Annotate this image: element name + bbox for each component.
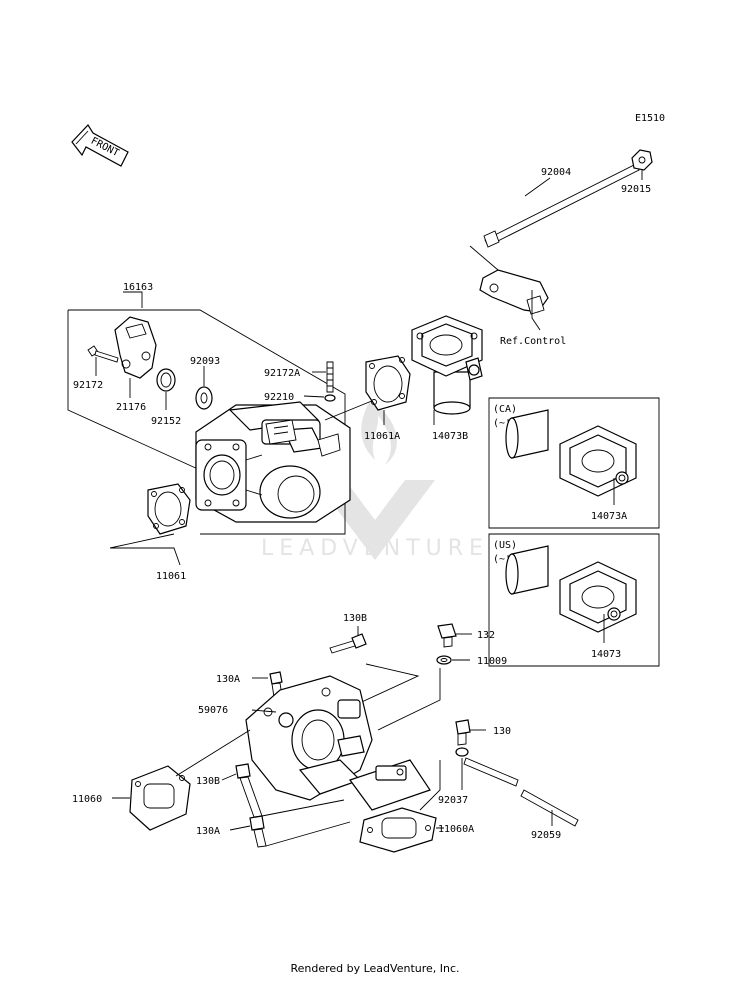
label-11061A: 11061A (364, 431, 400, 442)
gasket-11061 (147, 483, 191, 535)
ca-region-label: (CA) (493, 404, 517, 415)
control-bracket (479, 269, 549, 315)
washer-11009 (436, 655, 452, 665)
bolt-130B-top (329, 633, 367, 654)
label-11061: 11061 (156, 571, 186, 582)
label-130B-mid: 130B (196, 776, 220, 787)
label-11060A: 11060A (438, 824, 474, 835)
washer-small (455, 747, 469, 757)
variant-ca-box: (CA) (~'10) (488, 397, 660, 529)
bolt-130A-bot (249, 815, 267, 848)
label-92210: 92210 (264, 392, 294, 403)
label-130A-bot: 130A (196, 826, 220, 837)
screw-92172A (326, 361, 334, 393)
label-92037: 92037 (438, 795, 468, 806)
ref-control-label: Ref.Control (500, 336, 566, 347)
label-59076: 59076 (198, 705, 228, 716)
gasket-11061A (365, 355, 411, 411)
sensor-21176 (114, 316, 157, 379)
nut-92015 (631, 149, 653, 171)
stud-92004 (483, 163, 640, 248)
gasket-11060A (359, 807, 437, 853)
label-92093: 92093 (190, 356, 220, 367)
front-arrow-icon: FRONT (71, 124, 129, 167)
label-92172: 92172 (73, 380, 103, 391)
throttle-body (195, 401, 351, 523)
screw-92172 (87, 345, 119, 363)
label-130B-top: 130B (343, 613, 367, 624)
label-132: 132 (477, 630, 495, 641)
gasket-11060 (129, 765, 191, 831)
label-92059: 92059 (531, 830, 561, 841)
label-130A-top: 130A (216, 674, 240, 685)
bolt-132 (437, 623, 457, 648)
variant-us-box: (US) (~'10) (488, 533, 660, 667)
us-region-label: (US) (493, 540, 517, 551)
label-11009: 11009 (477, 656, 507, 667)
label-92015: 92015 (621, 184, 651, 195)
pipe-92037 (463, 757, 519, 787)
label-92004: 92004 (541, 167, 571, 178)
label-92152: 92152 (151, 416, 181, 427)
washer-92210 (324, 394, 336, 402)
intake-joint-14073B (411, 315, 483, 415)
adapter-59076 (245, 675, 431, 811)
watermark-text: LEADVENTURE (261, 536, 489, 561)
bolt-130B-mid (235, 763, 263, 818)
label-92172A: 92172A (264, 368, 300, 379)
footer-credit: Rendered by LeadVenture, Inc. (290, 962, 460, 975)
pipe-92059 (520, 789, 579, 827)
bolt-130 (455, 719, 471, 746)
label-21176: 21176 (116, 402, 146, 413)
label-14073: 14073 (591, 649, 621, 660)
label-130: 130 (493, 726, 511, 737)
label-11060: 11060 (72, 794, 102, 805)
o-ring-92152 (156, 368, 176, 392)
label-14073A: 14073A (591, 511, 627, 522)
washer-92093 (195, 386, 213, 410)
label-16163: 16163 (123, 282, 153, 293)
label-14073B: 14073B (432, 431, 468, 442)
diagram-code: E1510 (635, 113, 665, 124)
